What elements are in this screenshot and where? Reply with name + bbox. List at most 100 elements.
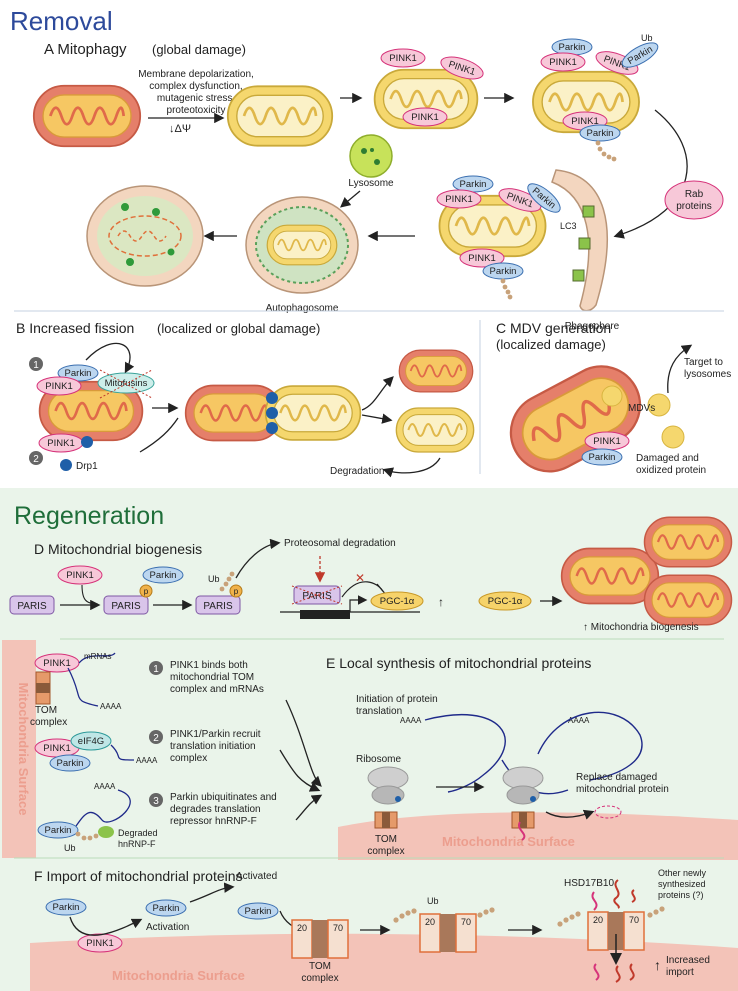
lysosome-fusion-arrow bbox=[340, 190, 361, 208]
parkin-badge: Parkin bbox=[482, 262, 524, 280]
step-2-badge bbox=[149, 730, 163, 744]
mrna-strand bbox=[67, 667, 99, 707]
healthy-mitochondrion bbox=[32, 84, 142, 148]
svg-text:1: 1 bbox=[33, 360, 39, 371]
parkin-badge: Parkin bbox=[551, 38, 593, 56]
lc3-marker bbox=[582, 205, 595, 218]
panel-f-title: F Import of mitochondrial proteins bbox=[34, 868, 243, 884]
svg-text:PINK1: PINK1 bbox=[43, 743, 70, 754]
regeneration-heading: Regeneration bbox=[14, 502, 164, 530]
svg-text:2: 2 bbox=[153, 733, 159, 744]
svg-text:Parkin: Parkin bbox=[245, 906, 272, 917]
paris-repressor: PARIS bbox=[291, 585, 343, 605]
vertical-surface bbox=[2, 640, 36, 858]
svg-text:Parkin: Parkin bbox=[460, 179, 487, 190]
panel-a-subtitle: (global damage) bbox=[152, 42, 246, 57]
svg-text:3: 3 bbox=[153, 796, 159, 807]
mrna-strand bbox=[110, 744, 135, 761]
paris-box: PARIS bbox=[9, 595, 55, 615]
ubiquitin-chain bbox=[75, 831, 99, 841]
step-2-line-1: PINK1/Parkin recruit bbox=[170, 729, 261, 740]
phospho-badge: p bbox=[229, 584, 243, 598]
mdv-vesicle bbox=[601, 385, 623, 407]
drp1-marker bbox=[81, 436, 93, 448]
svg-text:PARIS: PARIS bbox=[203, 601, 233, 612]
poly-a-tail: AAAA bbox=[400, 716, 422, 725]
mrna-strand bbox=[78, 652, 116, 664]
poly-a-tail: AAAA bbox=[94, 782, 116, 791]
ribosome-label: Ribosome bbox=[356, 754, 401, 765]
imported-protein bbox=[629, 963, 635, 981]
biogenesis-label: ↑ Mitochondria biogenesis bbox=[583, 622, 699, 633]
step-1-line-2: mitochondrial TOM bbox=[170, 672, 254, 683]
ub-label: Ub bbox=[427, 896, 439, 906]
surface-label: Mitochondria Surface bbox=[112, 968, 245, 983]
degraded-line-2: hnRNP-F bbox=[118, 839, 156, 849]
mdvs-label: MDVs bbox=[628, 403, 655, 414]
phospho-badge: p bbox=[139, 584, 153, 598]
converge-arrow-3 bbox=[295, 794, 323, 821]
svg-text:PINK1: PINK1 bbox=[43, 658, 70, 669]
paris-box: PARIS bbox=[103, 595, 149, 615]
tom-complex: 20 70 bbox=[291, 919, 349, 959]
arrow-healthy-daughter bbox=[361, 376, 394, 411]
surface-label: Mitochondria Surface bbox=[442, 834, 575, 849]
svg-text:20: 20 bbox=[297, 923, 307, 933]
pink1-badge: PINK1 bbox=[402, 107, 448, 127]
replace-line-1: Replace damaged bbox=[576, 772, 657, 783]
step-1-badge bbox=[149, 661, 163, 675]
pink1-badge: PINK1 bbox=[436, 189, 482, 209]
mitochondria-surface bbox=[30, 933, 738, 991]
panel-e-title: E Local synthesis of mitochondrial prote… bbox=[326, 655, 591, 671]
depolarized-mitochondrion bbox=[226, 84, 334, 148]
svg-text:PINK1: PINK1 bbox=[593, 436, 620, 447]
fission-arrow-2 bbox=[139, 417, 179, 453]
lc3-marker bbox=[578, 237, 591, 250]
converge-arrow-2 bbox=[279, 749, 321, 792]
damaged-protein bbox=[594, 805, 622, 819]
ubiquitin-chain bbox=[595, 140, 617, 162]
step-3-line-2: degrades translation bbox=[170, 804, 261, 815]
lysosome-label: Lysosome bbox=[348, 178, 394, 189]
svg-text:PGC-1α: PGC-1α bbox=[488, 596, 523, 607]
replace-line-2: mitochondrial protein bbox=[576, 784, 669, 795]
activation-arrow bbox=[69, 916, 143, 936]
parkin-badge: Parkin bbox=[45, 898, 87, 916]
parkin-badge: Parkin bbox=[49, 754, 91, 772]
pgc-up-arrow: ↑ bbox=[438, 595, 444, 609]
tom-label-2: complex bbox=[301, 973, 338, 984]
parkin-badge: Parkin bbox=[145, 899, 187, 917]
other-line-2: synthesized bbox=[658, 879, 706, 889]
pink1-badge: PINK1 bbox=[498, 188, 542, 212]
ubiquitin-chain bbox=[219, 571, 235, 592]
tom-label-2: complex bbox=[367, 846, 404, 857]
step-1-line-1: PINK1 binds both bbox=[170, 660, 248, 671]
activated-arrow bbox=[189, 882, 235, 903]
step-3-badge bbox=[149, 793, 163, 807]
hsd17b10-label: HSD17B10 bbox=[564, 878, 614, 889]
parkin-badge: Parkin bbox=[37, 821, 79, 839]
tom-label-1: TOM bbox=[35, 705, 57, 716]
svg-text:PINK1: PINK1 bbox=[468, 253, 495, 264]
phagophore-label: Phagophore bbox=[565, 321, 620, 332]
svg-text:Parkin: Parkin bbox=[45, 825, 72, 836]
pink1-badge: PINK1 bbox=[38, 433, 84, 453]
removal-heading: Removal bbox=[10, 6, 113, 36]
mdv-vesicle bbox=[661, 425, 685, 449]
lc3-label: LC3 bbox=[560, 221, 577, 231]
pgc1a-pill: PGC-1α bbox=[370, 591, 424, 611]
svg-text:1: 1 bbox=[153, 664, 159, 675]
panel-b-subtitle: (localized or global damage) bbox=[157, 321, 320, 336]
rab-proteins: Rab proteins bbox=[664, 180, 724, 220]
ub-label: Ub bbox=[641, 33, 653, 43]
other-line-1: Other newly bbox=[658, 868, 707, 878]
parkin-badge: Parkin bbox=[142, 566, 184, 584]
lysosome bbox=[349, 134, 393, 178]
svg-text:PARIS: PARIS bbox=[17, 601, 47, 612]
svg-text:20: 20 bbox=[593, 915, 603, 925]
increased-line-2: import bbox=[666, 967, 694, 978]
pink1-badge: PINK1 bbox=[380, 48, 426, 68]
svg-text:PARIS: PARIS bbox=[302, 591, 332, 602]
svg-text:Parkin: Parkin bbox=[57, 758, 84, 769]
poly-a-tail: AAAA bbox=[136, 756, 158, 765]
